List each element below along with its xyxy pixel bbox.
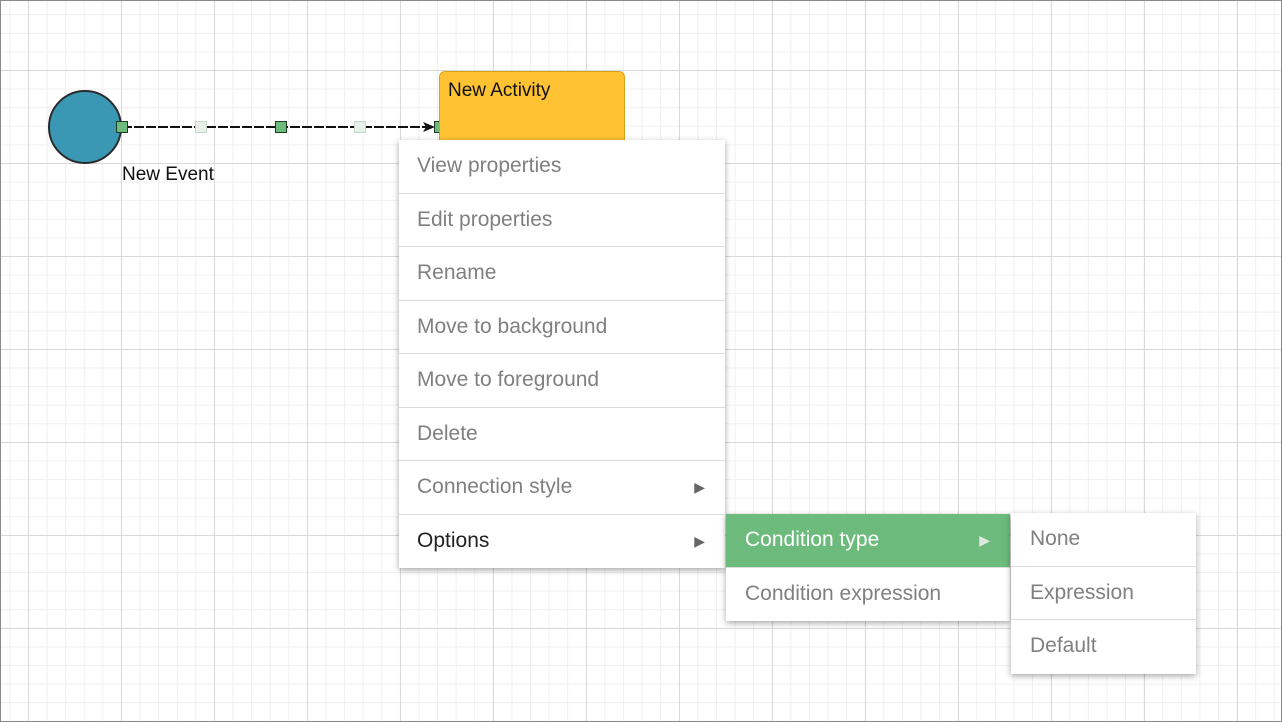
context-menu: View properties Edit properties Rename M… — [399, 140, 725, 568]
menu-item-label: Move to foreground — [417, 368, 600, 391]
connector-virtual-handle[interactable] — [354, 121, 366, 133]
menu-item-label: Condition expression — [745, 581, 942, 605]
menu-item-label: View properties — [417, 154, 562, 177]
menu-item-condition-expression[interactable]: Condition expression — [726, 568, 1010, 622]
options-submenu: Condition type ▶ Condition expression — [726, 514, 1010, 621]
connector-handle-mid[interactable] — [275, 121, 287, 133]
menu-item-label: None — [1030, 527, 1081, 550]
connector-handle-start[interactable] — [116, 121, 128, 133]
connector-virtual-handle[interactable] — [195, 121, 207, 133]
menu-item-delete[interactable]: Delete — [399, 408, 725, 461]
menu-item-label: Move to background — [417, 314, 608, 338]
menu-item-options[interactable]: Options ▶ — [399, 515, 725, 569]
menu-item-move-to-background[interactable]: Move to background — [399, 301, 725, 354]
menu-item-label: Expression — [1030, 580, 1134, 604]
menu-item-rename[interactable]: Rename — [399, 247, 725, 301]
menu-item-edit-properties[interactable]: Edit properties — [399, 194, 725, 247]
menu-item-condition-type[interactable]: Condition type ▶ — [726, 514, 1010, 568]
menu-item-label: Edit properties — [417, 207, 553, 231]
submenu-arrow-icon: ▶ — [694, 532, 705, 549]
menu-item-label: Delete — [417, 421, 478, 445]
menu-item-connection-style[interactable]: Connection style ▶ — [399, 461, 725, 515]
condition-type-submenu: None Expression Default — [1011, 513, 1196, 674]
menu-item-label: Rename — [417, 261, 497, 284]
menu-item-label: Default — [1030, 634, 1097, 657]
submenu-arrow-icon: ▶ — [694, 479, 705, 495]
activity-node[interactable] — [439, 71, 625, 145]
activity-label: New Activity — [448, 80, 551, 101]
event-label: New Event — [122, 164, 214, 185]
submenu-arrow-icon: ▶ — [979, 532, 990, 548]
start-event-node[interactable] — [48, 90, 122, 164]
menu-item-label: Options — [417, 528, 490, 552]
menu-item-label: Condition type — [745, 528, 880, 551]
menu-item-default[interactable]: Default — [1011, 620, 1196, 674]
menu-item-expression[interactable]: Expression — [1011, 567, 1196, 620]
menu-item-none[interactable]: None — [1011, 513, 1196, 567]
menu-item-move-to-foreground[interactable]: Move to foreground — [399, 354, 725, 408]
menu-item-label: Connection style — [417, 475, 573, 498]
menu-item-view-properties[interactable]: View properties — [399, 140, 725, 194]
